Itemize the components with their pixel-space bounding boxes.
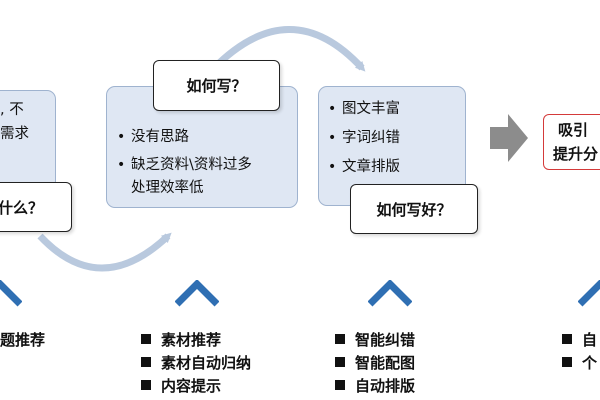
square-bullet-icon xyxy=(335,357,345,367)
stage1-question-box: 什么？ xyxy=(0,182,72,232)
bullet-dot-icon: • xyxy=(117,129,126,145)
stage2-feature-1: 素材推荐 xyxy=(141,329,221,351)
stage1-chevron-icon xyxy=(0,280,22,307)
square-bullet-icon xyxy=(335,334,345,344)
stage3-question: 如何写好？ xyxy=(376,200,452,219)
square-bullet-icon xyxy=(141,380,151,390)
stage2-feature-3: 内容提示 xyxy=(141,375,221,397)
stage3-feature-1: 智能纠错 xyxy=(335,329,415,351)
stage2-question-box: 如何写？ xyxy=(153,60,280,111)
stage2-bullet-3: 处理效率低 xyxy=(131,180,204,196)
stage4-feature-1: 自 xyxy=(562,329,597,351)
bullet-dot-icon: • xyxy=(328,101,337,117)
stage1-feature-1: 题推荐 xyxy=(0,331,46,349)
stage2-feature-2: 素材自动归纳 xyxy=(141,352,251,374)
stage1-panel-line-1: , 不 xyxy=(0,102,24,118)
stage3-bullet-1: •图文丰富 xyxy=(328,101,400,117)
stage3-feature-3: 自动排版 xyxy=(335,375,415,397)
stage2-chevron-icon xyxy=(175,280,219,307)
stage1-panel-line-2: 需求 xyxy=(0,126,29,142)
stage4-feature-2: 个 xyxy=(562,352,597,374)
square-bullet-icon xyxy=(141,357,151,367)
big-right-arrow-icon xyxy=(490,114,528,162)
stage3-bullet-2: •字词纠错 xyxy=(328,130,400,146)
stage3-chevron-icon xyxy=(368,280,412,307)
stage1-panel xyxy=(0,90,56,190)
lower-flow-arc xyxy=(37,232,172,272)
stage2-bullet-1: •没有思路 xyxy=(117,129,189,145)
stage4-result-box: 吸引 提升分 xyxy=(543,114,600,170)
upper-flow-arc xyxy=(209,26,366,73)
stage4-line-2: 提升分 xyxy=(553,145,599,163)
bullet-dot-icon: • xyxy=(117,157,126,173)
stage2-question: 如何写？ xyxy=(186,77,247,95)
stage4-chevron-icon xyxy=(578,280,600,307)
bullet-dot-icon: • xyxy=(328,130,337,146)
bullet-dot-icon: • xyxy=(328,159,337,175)
square-bullet-icon xyxy=(562,334,572,344)
square-bullet-icon xyxy=(141,334,151,344)
square-bullet-icon xyxy=(562,357,572,367)
stage4-line-1: 吸引 xyxy=(558,121,589,139)
stage3-bullet-3: •文章排版 xyxy=(328,159,400,175)
stage1-question: 什么？ xyxy=(0,198,43,217)
square-bullet-icon xyxy=(335,380,345,390)
stage3-feature-2: 智能配图 xyxy=(335,352,415,374)
stage2-bullet-2: •缺乏资料\资料过多 xyxy=(117,157,252,173)
stage3-question-box: 如何写好？ xyxy=(350,184,478,234)
